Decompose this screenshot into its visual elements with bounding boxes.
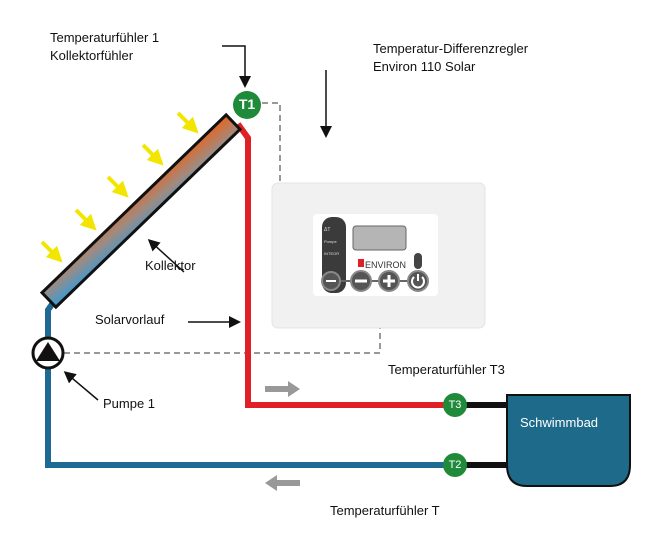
controller-side-label: INTEGR bbox=[324, 251, 340, 256]
flow-direction-arrow bbox=[265, 381, 300, 397]
flow-label: Solarvorlauf bbox=[95, 312, 165, 327]
pool bbox=[506, 394, 631, 487]
sensor-t1-label: T1 bbox=[238, 96, 256, 112]
return-pipe bbox=[45, 298, 445, 468]
sensor-t3 bbox=[443, 393, 467, 417]
sensor-t2 bbox=[443, 453, 467, 477]
collector bbox=[39, 112, 243, 310]
collector-label: Kollektor bbox=[145, 258, 196, 273]
signal-line-t1 bbox=[262, 102, 281, 183]
sun-rays bbox=[40, 111, 199, 263]
controller-side-label: Pumpe bbox=[324, 239, 337, 244]
controller-label: Temperatur-Differenzregler bbox=[373, 41, 529, 56]
sensor-t1 bbox=[233, 91, 261, 119]
controller-model-label: Environ 110 Solar bbox=[373, 59, 476, 74]
return-direction-arrow bbox=[265, 475, 300, 491]
sensor-t3-label: T3 bbox=[448, 399, 462, 411]
pump-label: Pumpe 1 bbox=[103, 396, 156, 411]
sensor1-sublabel: Kollektorfühler bbox=[50, 48, 134, 63]
sensor3-label: Temperaturfühler T3 bbox=[388, 362, 505, 377]
sensor2-label: Temperaturfühler T bbox=[330, 503, 440, 518]
controller bbox=[271, 182, 486, 329]
sensor1-label: Temperaturfühler 1 bbox=[50, 30, 160, 45]
flow-pipe bbox=[235, 122, 445, 408]
controller-side-label: ΔT bbox=[324, 227, 331, 233]
controller-brand: ENVIRON bbox=[365, 260, 407, 270]
signal-line-pump bbox=[64, 328, 381, 354]
pool-label: Schwimmbad bbox=[520, 415, 599, 430]
sensor-t2-label: T2 bbox=[448, 459, 462, 471]
pump-icon bbox=[31, 336, 65, 370]
